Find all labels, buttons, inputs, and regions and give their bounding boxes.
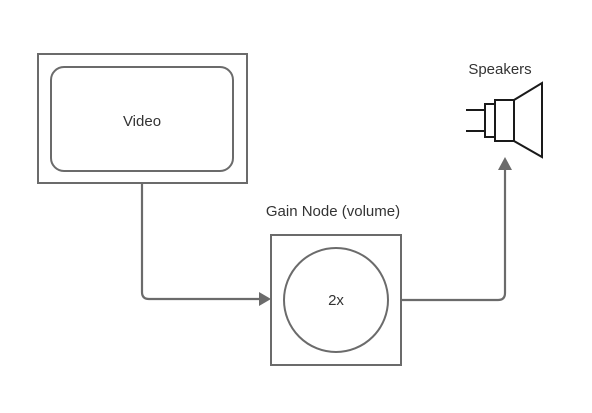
arrow-head-icon: [259, 292, 271, 306]
gain-value-label: 2x: [328, 292, 344, 309]
arrow-head-icon: [498, 157, 512, 170]
speakers-node: Speakers: [466, 61, 543, 159]
speaker-icon: [466, 81, 543, 159]
speakers-label: Speakers: [468, 61, 531, 78]
video-label: Video: [123, 113, 161, 130]
gain-knob: [283, 247, 389, 353]
connector-gain-to-speakers: [401, 170, 507, 302]
connector-video-to-gain: [140, 183, 260, 301]
gain-node-label: Gain Node (volume): [266, 203, 400, 220]
gain-node: Gain Node (volume) 2x: [266, 203, 402, 366]
video-inner-screen: [50, 66, 234, 172]
video-node: Video: [37, 53, 248, 184]
